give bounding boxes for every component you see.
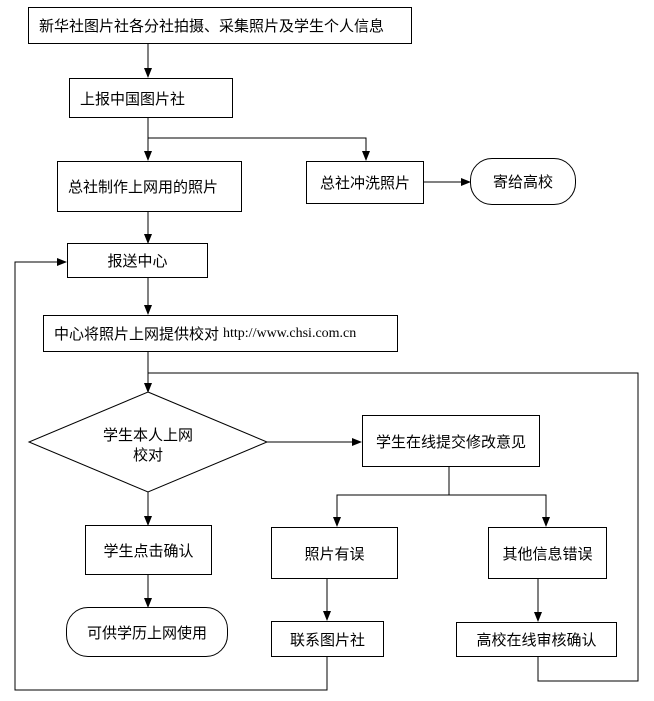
- node-submit-center-label: 报送中心: [107, 252, 168, 270]
- edge-n14-n6: [14, 258, 328, 691]
- node-school-review-label: 高校在线审核确认: [476, 631, 597, 649]
- node-available-online-label: 可供学历上网使用: [86, 623, 207, 642]
- node-print-photos: 总社冲洗照片: [306, 161, 424, 204]
- node-other-error: 其他信息错误: [488, 527, 607, 579]
- node-report-cpa-label: 上报中国图片社: [80, 89, 186, 108]
- edge-n2-n4: [148, 137, 370, 161]
- edge-n15-n8: [148, 372, 639, 682]
- node-mail-schools-label: 寄给高校: [492, 173, 553, 191]
- node-submit-center: 报送中心: [67, 243, 208, 278]
- node-photo-error: 照片有误: [271, 527, 398, 579]
- node-submit-corrections: 学生在线提交修改意见: [362, 415, 540, 467]
- edge-n9-n12: [333, 467, 450, 527]
- node-submit-corrections-label: 学生在线提交修改意见: [375, 432, 526, 451]
- node-collect-info: 新华社图片社各分社拍摄、采集照片及学生个人信息: [28, 7, 412, 44]
- decision-label-line2: 校对: [132, 446, 163, 464]
- node-center-upload: 中心将照片上网提供校对 http://www.chsi.com.cn: [43, 315, 398, 352]
- node-photo-error-label: 照片有误: [304, 544, 365, 563]
- node-make-web-photos: 总社制作上网用的照片: [57, 161, 242, 212]
- node-contact-cpa: 联系图片社: [271, 621, 384, 657]
- node-available-online: 可供学历上网使用: [66, 607, 228, 657]
- decision-label-line1: 学生本人上网: [102, 426, 193, 444]
- node-contact-cpa-label: 联系图片社: [289, 630, 365, 649]
- decision-student-check: 学生本人上网 校对: [68, 425, 228, 465]
- node-collect-info-label: 新华社图片社各分社拍摄、采集照片及学生个人信息: [39, 17, 385, 35]
- node-make-web-photos-label: 总社制作上网用的照片: [68, 178, 219, 196]
- edge-n9-n13: [449, 494, 550, 527]
- node-student-confirm: 学生点击确认: [85, 525, 212, 575]
- node-student-confirm-label: 学生点击确认: [103, 541, 194, 560]
- node-mail-schools: 寄给高校: [470, 158, 576, 205]
- node-print-photos-label: 总社冲洗照片: [319, 174, 410, 192]
- node-other-error-label: 其他信息错误: [502, 544, 593, 563]
- node-center-upload-label: 中心将照片上网提供校对: [54, 325, 220, 343]
- chsi-url: http://www.chsi.com.cn: [223, 325, 357, 341]
- node-school-review: 高校在线审核确认: [456, 622, 617, 657]
- decision-diamond: [27, 391, 269, 493]
- node-report-cpa: 上报中国图片社: [69, 78, 233, 118]
